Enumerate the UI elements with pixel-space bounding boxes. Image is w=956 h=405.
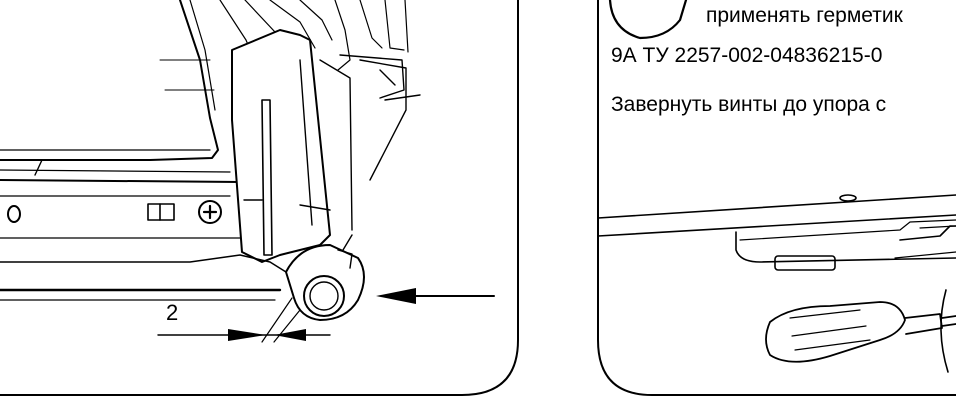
mounting-hole-icon [7,205,21,223]
rail-profile [597,194,956,271]
instruction-line-3: Завернуть винты до упора с [611,93,886,116]
push-arrow [376,288,495,304]
lower-profile [0,254,287,301]
phillips-screw-icon [198,200,222,224]
left-panel-frame [0,0,519,396]
frame-fixings [0,159,241,239]
hinge-barrel [261,244,365,343]
warning-symbol-icon [608,0,688,40]
screwdriver-icon [765,289,956,373]
slot-icon [147,203,175,221]
hinge-lever [231,29,331,263]
gap-dimension-label: 2 [166,300,178,325]
right-panel-frame [597,0,956,396]
gap-dimension [157,329,331,341]
door-sash [0,0,409,183]
instruction-line-2: 9А ТУ 2257-002-04836215-0 [611,44,882,67]
instruction-line-1: применять герметик [706,4,904,27]
